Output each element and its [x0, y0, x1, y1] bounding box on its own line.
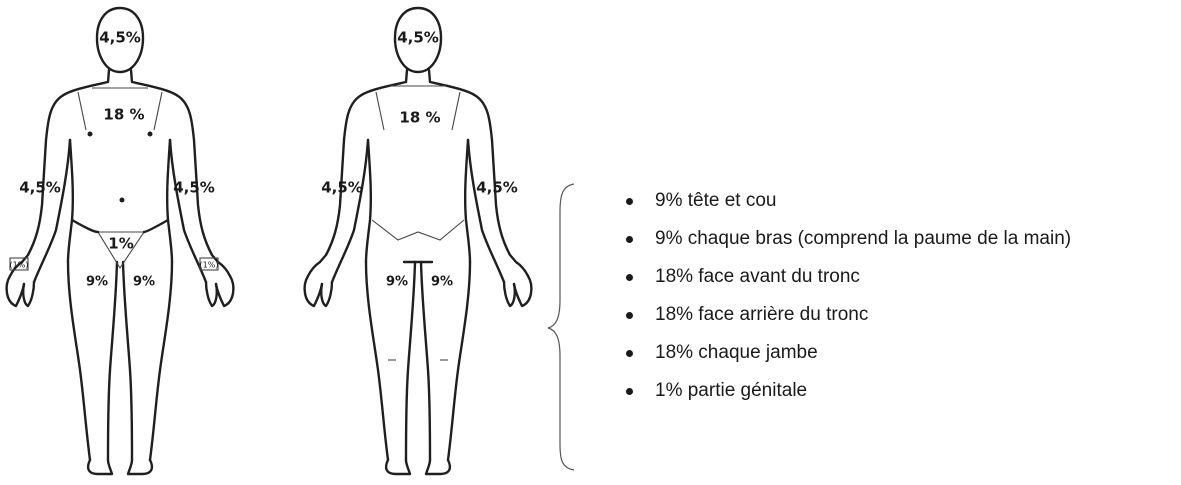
front-left-leg-label: 9%: [86, 275, 108, 290]
bullet-icon: [626, 274, 633, 281]
legend-item-front-trunk: 18% face avant du tronc: [626, 262, 1071, 300]
bullet-icon: [626, 312, 633, 319]
legend-item-genital: 1% partie génitale: [626, 376, 1071, 414]
back-buttocks-line: [372, 220, 464, 240]
front-genital-label: 1%: [108, 235, 133, 253]
legend-item-back-trunk: 18% face arrière du tronc: [626, 300, 1071, 338]
front-left-arm-label: 4,5%: [19, 179, 61, 197]
front-right-leg-label: 9%: [133, 275, 155, 290]
bullet-icon: [626, 236, 633, 243]
legend-item-head-neck: 9% tête et cou: [626, 186, 1071, 224]
front-head-label: 4,5%: [99, 29, 141, 47]
legend-list: 9% tête et cou 9% chaque bras (comprend …: [626, 186, 1071, 414]
back-body-figure: [305, 8, 532, 474]
back-right-arm-label: 4,5%: [476, 179, 518, 197]
bullet-icon: [626, 388, 633, 395]
back-left-leg-label: 9%: [386, 275, 408, 290]
back-right-leg-label: 9%: [431, 275, 453, 290]
legend-item-arm: 9% chaque bras (comprend la paume de la …: [626, 224, 1071, 262]
legend-brace: [548, 184, 574, 470]
legend-item-leg: 18% chaque jambe: [626, 338, 1071, 376]
back-left-arm-label: 4,5%: [321, 179, 363, 197]
bullet-icon: [626, 198, 633, 205]
back-back-label: 18 %: [399, 109, 440, 127]
front-left-palm-label: (1%): [10, 261, 29, 270]
front-navel-mark: [120, 198, 125, 203]
front-chest-label: 18 %: [103, 106, 144, 124]
front-right-arm-label: 4,5%: [173, 179, 215, 197]
back-head-label: 4,5%: [397, 29, 439, 47]
bullet-icon: [626, 350, 633, 357]
front-right-palm-label: (1%): [200, 261, 219, 270]
front-nipple-left-mark: [88, 132, 93, 137]
front-nipple-right-mark: [148, 132, 153, 137]
